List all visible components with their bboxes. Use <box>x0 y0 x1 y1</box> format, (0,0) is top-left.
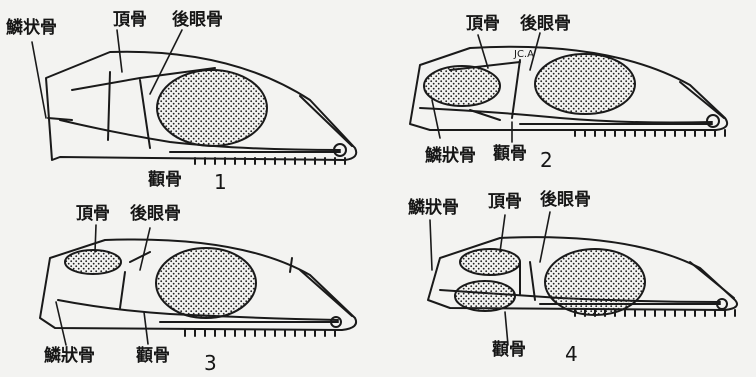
skull-3-suture-c <box>290 258 292 272</box>
skull-4-temporal-window <box>455 281 515 311</box>
skull-4 <box>428 237 737 316</box>
leader-2-squamosal <box>432 100 440 138</box>
skull-3-inner-line <box>300 270 352 316</box>
skull-4-suture-a <box>530 262 535 300</box>
figure-3-label-postorbital: 後眼骨 <box>130 206 181 223</box>
skull-2-inner-line <box>680 82 724 118</box>
figure-1-label-zygomatic: 顴骨 <box>148 172 182 189</box>
leader-1-squamosal <box>32 42 46 118</box>
skull-4-inner-line <box>690 262 734 298</box>
figure-1-number: 1 <box>214 172 227 192</box>
skull-2-nostril <box>707 115 719 127</box>
skull-1-suture-b <box>108 72 110 140</box>
skull-3-teeth <box>185 330 335 336</box>
figure-4-number: 4 <box>565 344 578 364</box>
skull-3-suture-b <box>120 272 125 308</box>
leader-2-parietal <box>478 35 488 68</box>
leader-3-parietal <box>95 225 96 252</box>
figure-4-label-squamosal: 鱗狀骨 <box>408 200 459 217</box>
figure-4-label-parietal: 頂骨 <box>488 194 522 211</box>
skull-2 <box>410 47 727 136</box>
figure-1-label-squamosal: 鱗状骨 <box>6 20 57 37</box>
figure-3-label-squamosal: 鱗狀骨 <box>44 348 95 365</box>
leader-4-parietal <box>500 215 505 252</box>
figure-2-number: 2 <box>540 150 553 170</box>
figure-3-number: 3 <box>204 353 217 373</box>
skull-2-orbit <box>535 54 635 114</box>
skull-3-parietal-window <box>65 250 121 274</box>
figure-1-label-postorbital: 後眼骨 <box>172 12 223 29</box>
figure-3-label-parietal: 頂骨 <box>76 206 110 223</box>
leader-3-squamosal <box>56 302 66 345</box>
skull-3-suture-a <box>130 252 150 262</box>
leader-4-squamosal <box>430 220 432 270</box>
figure-1-label-parietal: 頂骨 <box>113 12 147 29</box>
skull-3 <box>40 239 356 336</box>
skull-1 <box>46 52 356 164</box>
skull-1-orbit <box>157 70 267 146</box>
figure-4-label-zygomatic: 顴骨 <box>492 342 526 359</box>
skull-1-suture-d <box>48 118 72 120</box>
leader-3-postorbital <box>140 228 150 270</box>
figure-2-label-zygomatic: 顴骨 <box>493 146 527 163</box>
figure-3-label-zygomatic: 顴骨 <box>136 348 170 365</box>
figure-2-label-parietal: 頂骨 <box>466 16 500 33</box>
skull-1-inner-line <box>300 96 352 146</box>
skull-4-parietal-window <box>460 249 520 275</box>
skull-2-parietal-window <box>424 66 500 106</box>
skull-2-suture-b <box>512 60 520 118</box>
skull-4-orbit <box>545 249 645 315</box>
figure-4-label-postorbital: 後眼骨 <box>540 192 591 209</box>
figure-2-label-squamosal: 鱗狀骨 <box>425 148 476 165</box>
skull-3-orbit <box>156 248 256 318</box>
figure-2-handwritten-note: JC.A <box>514 50 534 60</box>
figure-2-label-postorbital: 後眼骨 <box>520 16 571 33</box>
